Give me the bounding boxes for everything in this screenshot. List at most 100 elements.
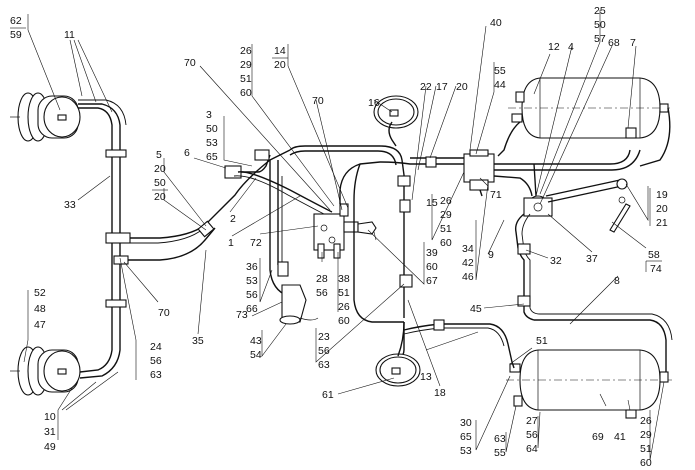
label-65b: 65 (460, 431, 472, 443)
label-27: 27 (526, 415, 538, 427)
label-56d: 56 (318, 345, 330, 357)
label-51d: 51 (536, 335, 548, 347)
label-50a: 50 (154, 177, 166, 189)
label-45: 45 (470, 303, 482, 315)
label-26b: 26 (338, 301, 350, 313)
brake-chamber-upper-left (10, 92, 81, 142)
label-44: 44 (494, 79, 506, 91)
part-labels: 62 59 11 33 52 48 47 10 31 49 24 56 63 3… (10, 5, 668, 469)
brake-chamber-61 (375, 321, 421, 387)
label-10: 10 (44, 411, 56, 423)
label-1: 1 (228, 237, 234, 249)
label-11: 11 (64, 29, 75, 41)
label-20d: 20 (456, 81, 468, 93)
label-14: 14 (274, 45, 286, 57)
label-55a: 55 (494, 65, 506, 77)
leader-lines (23, 10, 665, 461)
label-63b: 63 (318, 359, 330, 371)
label-20c: 20 (274, 59, 286, 71)
label-30: 30 (460, 417, 472, 429)
label-58: 58 (648, 249, 660, 261)
left-supply-lines (128, 149, 291, 261)
label-63a: 63 (150, 369, 162, 381)
label-7: 7 (630, 37, 636, 49)
left-axle-hoses (78, 99, 131, 379)
label-65a: 65 (206, 151, 218, 163)
label-51a: 51 (240, 73, 252, 85)
label-67: 67 (426, 275, 438, 287)
label-24: 24 (150, 341, 162, 353)
valve-37 (493, 163, 631, 233)
label-74: 74 (650, 263, 662, 275)
label-37: 37 (586, 253, 598, 265)
label-39: 39 (426, 247, 438, 259)
label-53c: 53 (460, 445, 472, 457)
label-73: 73 (236, 309, 248, 321)
label-20e: 20 (656, 203, 668, 215)
label-32: 32 (550, 255, 562, 267)
label-35: 35 (192, 335, 204, 347)
label-9: 9 (488, 249, 494, 261)
relay-valve-73 (269, 160, 319, 325)
label-20b: 20 (154, 191, 166, 203)
label-3: 3 (206, 109, 212, 121)
label-46: 46 (462, 271, 474, 283)
label-26c: 26 (440, 195, 452, 207)
label-56b: 56 (246, 289, 258, 301)
label-57: 57 (594, 33, 606, 45)
label-66: 66 (246, 303, 258, 315)
label-69: 69 (592, 431, 604, 443)
label-26d: 26 (640, 415, 652, 427)
label-19: 19 (656, 189, 668, 201)
upper-pipe-network (233, 145, 470, 361)
label-51e: 51 (640, 443, 652, 455)
label-29a: 29 (240, 59, 252, 71)
label-53b: 53 (246, 275, 258, 287)
label-60a: 60 (240, 87, 252, 99)
label-56e: 56 (526, 429, 538, 441)
label-26a: 26 (240, 45, 252, 57)
label-51c: 51 (440, 223, 452, 235)
label-48: 48 (34, 303, 46, 315)
label-56a: 56 (150, 355, 162, 367)
label-63c: 63 (494, 433, 506, 445)
label-55b: 55 (494, 447, 506, 459)
label-51b: 51 (338, 287, 350, 299)
label-50b: 50 (206, 123, 218, 135)
label-56c: 56 (316, 287, 328, 299)
label-23: 23 (318, 331, 330, 343)
label-8: 8 (614, 275, 620, 287)
label-60d: 60 (440, 237, 452, 249)
label-34: 34 (462, 243, 474, 255)
label-53a: 53 (206, 137, 218, 149)
brake-chamber-16 (373, 95, 419, 147)
label-16: 16 (368, 97, 380, 109)
label-68: 68 (608, 37, 620, 49)
pipe-8 (514, 213, 673, 372)
label-70c: 70 (312, 95, 324, 107)
label-29b: 29 (440, 209, 452, 221)
air-tank-lower (506, 349, 672, 419)
label-12: 12 (548, 41, 560, 53)
label-15: 15 (426, 197, 438, 209)
label-60b: 60 (338, 315, 350, 327)
label-20a: 20 (154, 163, 166, 175)
label-21: 21 (656, 217, 668, 229)
label-17: 17 (436, 81, 448, 93)
label-36: 36 (246, 261, 258, 273)
label-25: 25 (594, 5, 606, 17)
label-50c: 50 (594, 19, 606, 31)
label-29c: 29 (640, 429, 652, 441)
label-28: 28 (316, 273, 328, 285)
label-38: 38 (338, 273, 350, 285)
label-64: 64 (526, 443, 538, 455)
label-43: 43 (250, 335, 262, 347)
label-47: 47 (34, 319, 46, 331)
label-6: 6 (184, 147, 190, 159)
label-2: 2 (230, 213, 236, 225)
label-62: 62 (10, 15, 22, 27)
label-52: 52 (34, 287, 46, 299)
valve-block-28 (313, 203, 377, 259)
